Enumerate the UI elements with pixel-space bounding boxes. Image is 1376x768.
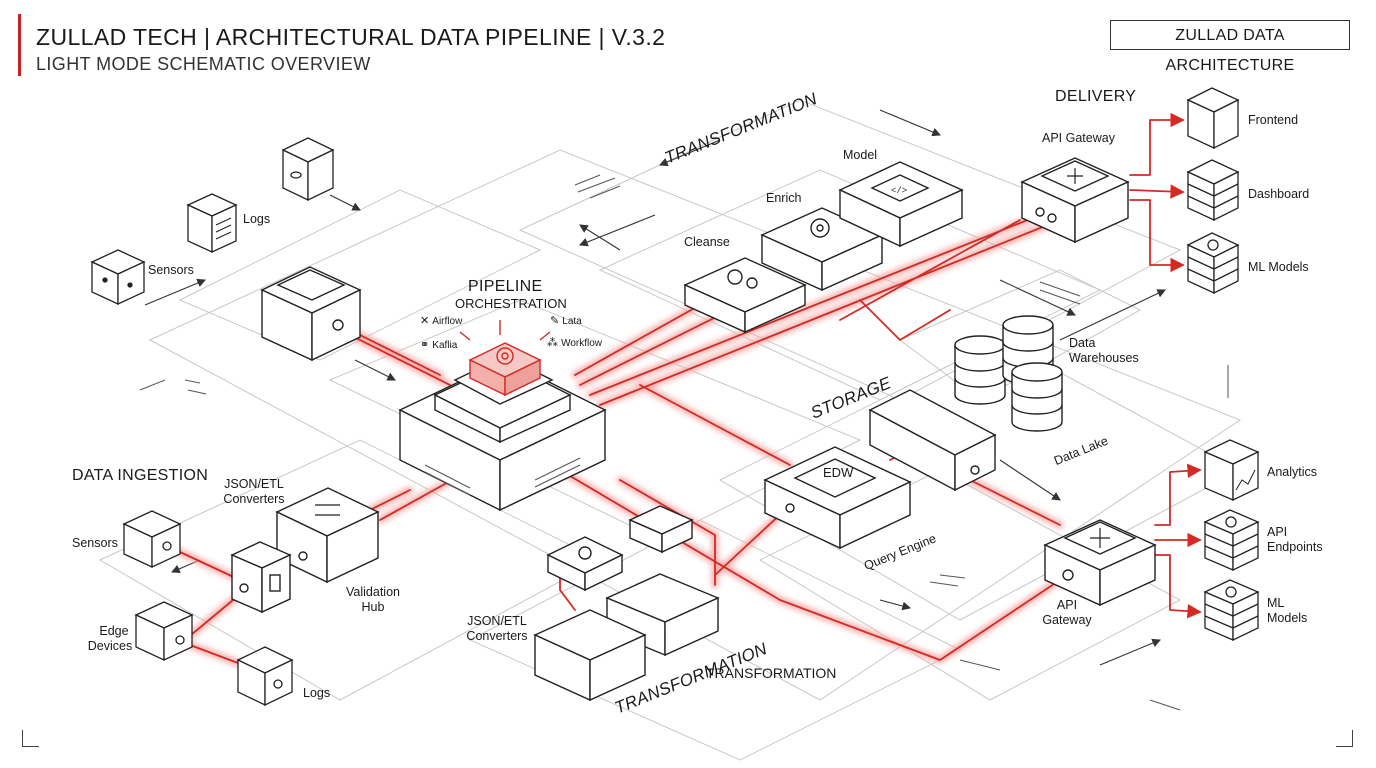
label-api-gateway-top: API Gateway	[1042, 131, 1115, 145]
airflow-icon: ✕	[420, 315, 433, 327]
dashboard-icon	[1186, 159, 1240, 222]
validation-hub-node	[230, 541, 292, 614]
section-pipeline: PIPELINE	[468, 278, 543, 295]
json-etl-converter-node	[275, 487, 380, 584]
kaflia-text: Kaflia	[432, 340, 458, 351]
ml-models-bottom-icon	[1203, 579, 1260, 642]
label-ml-models-bottom-2: Models	[1267, 611, 1308, 625]
section-orchestration: ORCHESTRATION	[455, 296, 567, 311]
gear-icon	[727, 269, 758, 289]
orchestration-hub	[398, 320, 607, 512]
label-api-endpoints-2: Endpoints	[1267, 540, 1323, 554]
gear-icon	[810, 218, 830, 238]
move-arrows-icon	[1090, 528, 1110, 548]
section-data-ingestion: DATA INGESTION	[72, 467, 209, 484]
model-node: </>	[838, 161, 964, 248]
logs-top-icon	[186, 193, 238, 254]
edge-devices-icon	[134, 601, 194, 662]
label-analytics: Analytics	[1267, 465, 1318, 479]
label-logs-top: Logs	[243, 212, 271, 226]
label-data-warehouses-1: Data	[1069, 336, 1096, 350]
transform-hub-small	[628, 505, 694, 554]
annotation-marks	[139, 174, 1229, 711]
label-ml-models-top: ML Models	[1248, 260, 1309, 274]
database-cylinder-icon	[1011, 362, 1063, 432]
analytics-icon	[1203, 439, 1260, 502]
swap-arrows-icon	[315, 504, 340, 516]
data-lake-node	[868, 389, 997, 492]
lata-text: Lata	[562, 316, 582, 327]
data-warehouses	[954, 315, 1063, 432]
workflow-icon: ⁂	[547, 337, 562, 349]
label-json-etl-2b: Converters	[466, 629, 528, 643]
sensors-top-icon	[90, 249, 146, 306]
transform-gear-node	[546, 536, 624, 592]
label-workflow: ⁂ Workflow	[547, 336, 602, 351]
api-gateway-top-node	[1020, 157, 1130, 244]
label-cleanse: Cleanse	[684, 235, 730, 249]
logs-bottom-icon	[236, 646, 294, 707]
kaflia-icon: ⚭	[420, 339, 433, 351]
gear-icon	[496, 347, 514, 365]
label-json-etl-1b: Converters	[223, 492, 285, 506]
label-airflow: ✕ Airflow	[420, 314, 462, 329]
database-icon	[281, 137, 335, 202]
gear-icon	[578, 546, 592, 560]
svg-text:</>: </>	[891, 186, 907, 196]
ml-models-top-icon	[1186, 232, 1240, 295]
label-kaflia: ⚭ Kaflia	[420, 338, 457, 353]
page-subtitle: LIGHT MODE SCHEMATIC OVERVIEW	[36, 54, 371, 74]
label-edge-devices-2: Devices	[87, 639, 133, 653]
section-transformation-bottom: TRANSFORMATION	[706, 665, 837, 681]
label-validation-hub-1: Validation	[346, 585, 400, 599]
move-arrows-icon	[1067, 168, 1083, 184]
database-cylinder-icon	[954, 335, 1006, 405]
title-accent-bar	[18, 14, 21, 76]
ingestion-node-top	[260, 266, 362, 362]
transform-node-front	[533, 609, 647, 702]
page-title: ZULLAD TECH | ARCHITECTURAL DATA PIPELIN…	[36, 24, 666, 50]
label-sensors-top: Sensors	[148, 263, 194, 277]
label-api-gateway-bottom-2: Gateway	[1042, 613, 1092, 627]
architecture-badge: ZULLAD DATA ARCHITECTURE	[1110, 20, 1350, 74]
label-enrich: Enrich	[766, 191, 802, 205]
workflow-text: Workflow	[561, 338, 602, 349]
query-engine-node	[763, 446, 912, 550]
label-edw: EDW	[823, 465, 854, 480]
label-api-gateway-bottom-1: API	[1056, 598, 1078, 612]
transform-node-back	[605, 573, 720, 657]
corner-bracket-bottom-right	[1336, 730, 1353, 747]
sensors-bottom-icon	[122, 510, 182, 569]
cleanse-node	[683, 257, 807, 334]
label-edge-devices-1: Edge	[99, 624, 129, 638]
transformation-direction-arrows	[578, 214, 1076, 316]
api-endpoints-icon	[1203, 509, 1260, 572]
api-gateway-bottom-node	[1043, 519, 1157, 607]
label-frontend: Frontend	[1248, 113, 1299, 127]
label-lata: ✎ Lata	[550, 314, 582, 329]
corner-bracket-bottom-left	[22, 730, 39, 747]
flow-arrows	[144, 109, 1166, 666]
airflow-text: Airflow	[432, 316, 463, 327]
label-sensors-bottom: Sensors	[72, 536, 118, 550]
frontend-icon	[1186, 87, 1240, 150]
label-model: Model	[843, 148, 878, 162]
label-ml-models-bottom-1: ML	[1267, 596, 1285, 610]
connector-icon	[332, 319, 344, 331]
label-data-warehouses-2: Warehouses	[1069, 351, 1139, 365]
section-delivery: DELIVERY	[1055, 88, 1137, 105]
lata-icon: ✎	[550, 315, 563, 327]
label-dashboard: Dashboard	[1248, 187, 1310, 201]
label-json-etl-2a: JSON/ETL	[467, 614, 527, 628]
label-api-endpoints-1: API	[1267, 525, 1288, 539]
label-logs-bottom: Logs	[303, 686, 331, 700]
label-json-etl-1a: JSON/ETL	[224, 477, 284, 491]
label-validation-hub-2: Hub	[361, 600, 385, 614]
